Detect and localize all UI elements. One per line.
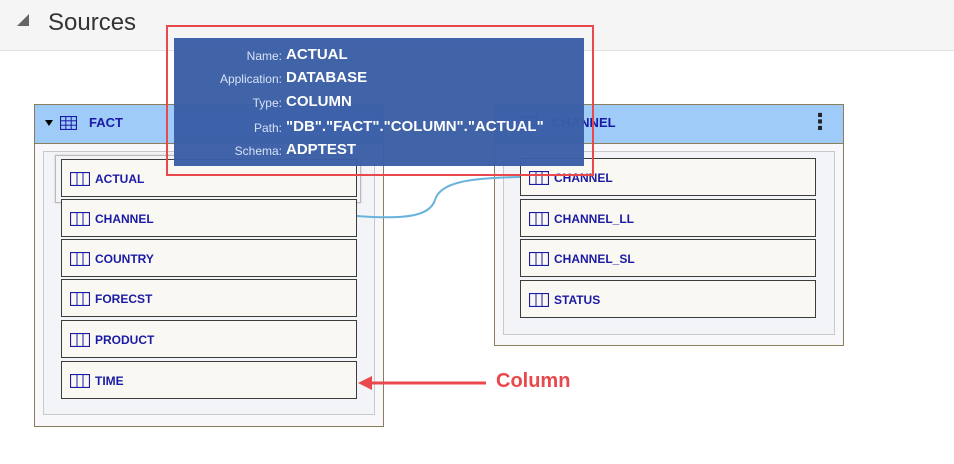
column-icon xyxy=(529,252,549,266)
column-icon xyxy=(70,252,90,266)
table-grid-icon xyxy=(60,116,77,130)
tooltip-row-schema: Schema: ADPTEST xyxy=(174,141,584,163)
column-label: CHANNEL_LL xyxy=(554,212,634,226)
tooltip-label: Schema: xyxy=(234,144,282,158)
tooltip-row-application: Application: DATABASE xyxy=(174,69,584,91)
column-channel-sl[interactable]: CHANNEL_SL xyxy=(520,239,816,277)
column-icon xyxy=(70,172,90,186)
column-label: STATUS xyxy=(554,293,601,307)
column-channel[interactable]: CHANNEL xyxy=(61,199,357,237)
column-label: CHANNEL xyxy=(95,212,154,226)
column-icon xyxy=(70,212,90,226)
column-icon xyxy=(529,171,549,185)
column-label: FORECST xyxy=(95,292,153,306)
column-icon xyxy=(70,292,90,306)
kebab-menu-icon[interactable]: ⋮ xyxy=(809,110,831,135)
callout-label: Column xyxy=(496,370,571,392)
fact-table-title: FACT xyxy=(89,115,123,130)
column-icon xyxy=(529,293,549,307)
tooltip-row-type: Type: COLUMN xyxy=(174,93,584,115)
column-icon xyxy=(70,333,90,347)
column-label: PRODUCT xyxy=(95,333,155,347)
tooltip-value: ADPTEST xyxy=(286,141,357,158)
tooltip-value: ACTUAL xyxy=(286,46,348,63)
column-label: ACTUAL xyxy=(95,172,145,186)
tooltip-label: Name: xyxy=(246,49,282,63)
tooltip-label: Path: xyxy=(253,121,282,135)
column-status[interactable]: STATUS xyxy=(520,280,816,318)
collapse-triangle-icon[interactable] xyxy=(17,14,29,26)
tooltip-label: Type: xyxy=(252,96,282,110)
column-label: TIME xyxy=(95,374,124,388)
tooltip-value: COLUMN xyxy=(286,93,352,110)
column-forecst[interactable]: FORECST xyxy=(61,279,357,317)
column-icon xyxy=(529,212,549,226)
column-product[interactable]: PRODUCT xyxy=(61,320,357,358)
column-label: COUNTRY xyxy=(95,252,154,266)
expand-triangle-icon[interactable] xyxy=(45,120,53,126)
column-country[interactable]: COUNTRY xyxy=(61,239,357,277)
tooltip-row-path: Path: "DB"."FACT"."COLUMN"."ACTUAL" xyxy=(174,118,584,140)
column-label: CHANNEL_SL xyxy=(554,252,635,266)
page-title: Sources xyxy=(48,9,137,36)
callout-arrow-icon xyxy=(358,376,486,390)
tooltip-highlight-box xyxy=(166,25,594,176)
column-icon xyxy=(70,374,90,388)
column-info-tooltip: Name: ACTUAL Application: DATABASE Type:… xyxy=(174,38,584,166)
tooltip-value: DATABASE xyxy=(286,69,368,86)
column-time[interactable]: TIME xyxy=(61,361,357,399)
tooltip-row-name: Name: ACTUAL xyxy=(174,46,584,68)
tooltip-value: "DB"."FACT"."COLUMN"."ACTUAL" xyxy=(286,118,544,135)
column-channel-ll[interactable]: CHANNEL_LL xyxy=(520,199,816,237)
tooltip-label: Application: xyxy=(219,72,282,86)
